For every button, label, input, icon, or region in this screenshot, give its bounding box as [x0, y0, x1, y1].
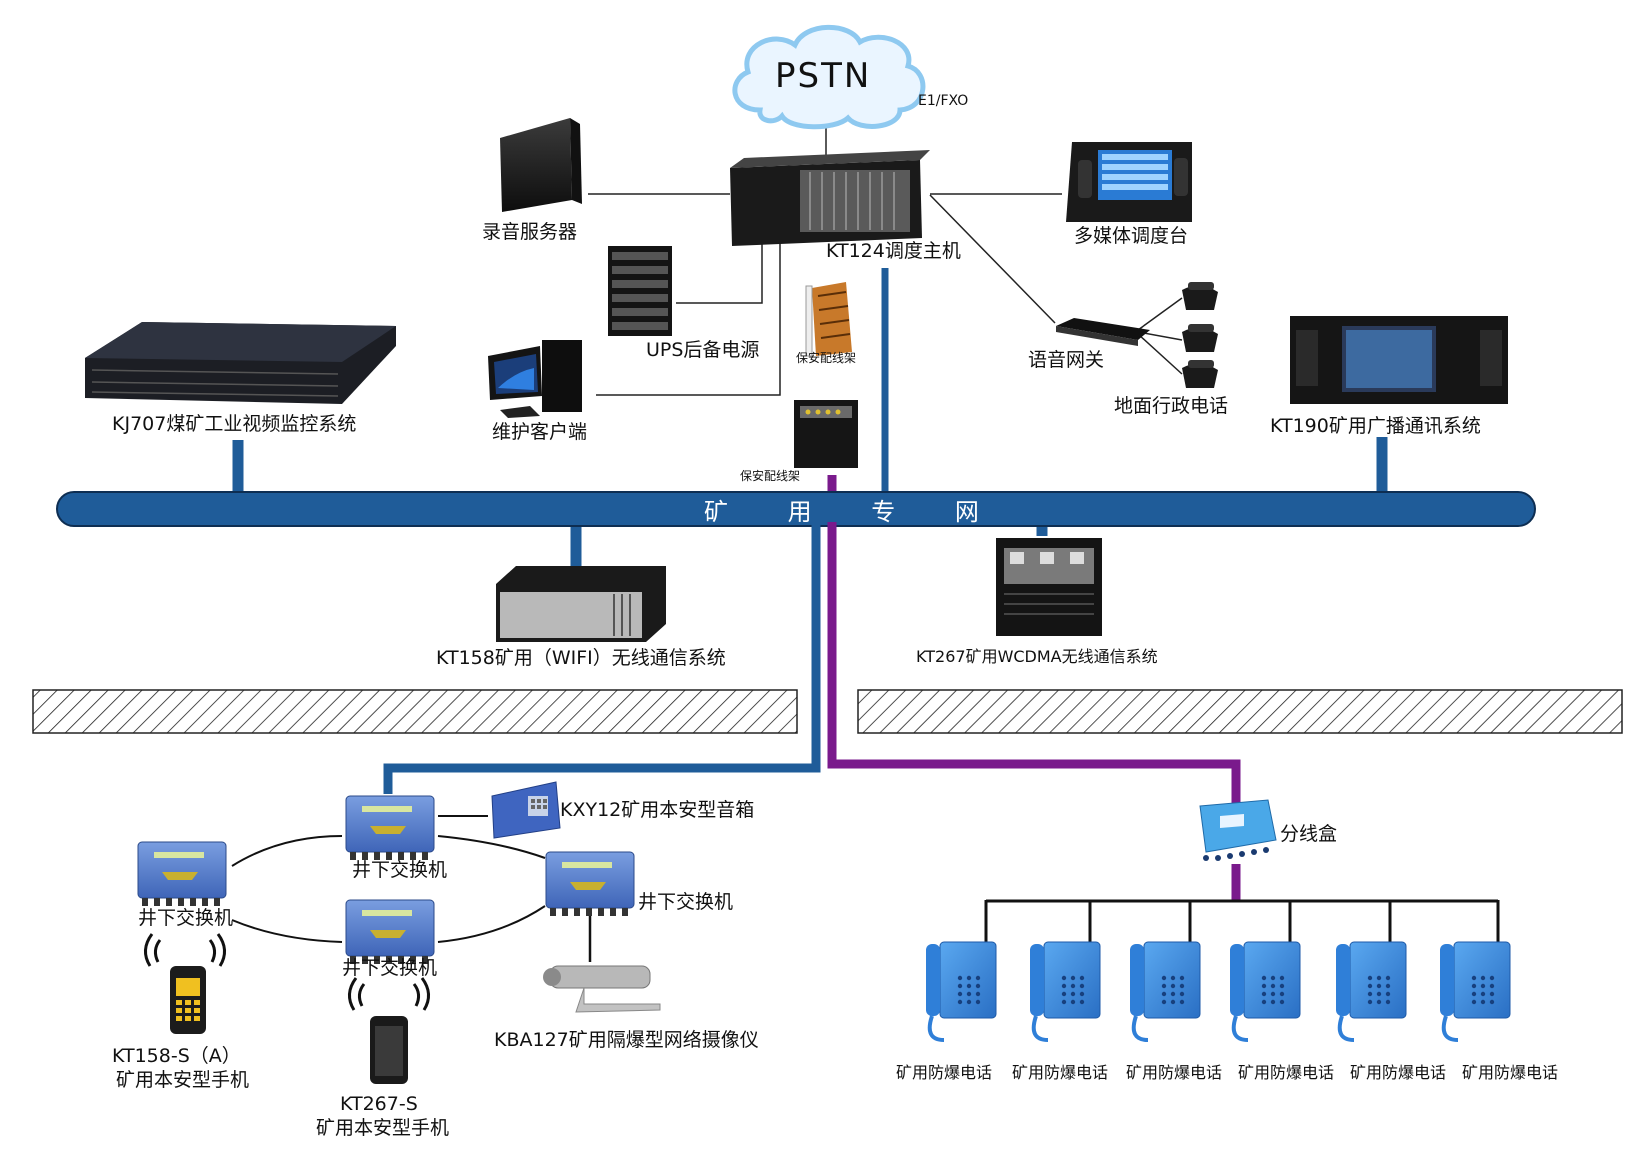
ex-phone-label-1: 矿用防爆电话 — [896, 1063, 993, 1082]
maintenance-client-label: 维护客户端 — [492, 421, 588, 443]
ex-phone-group — [926, 941, 1511, 1042]
pstn-cloud-icon — [732, 24, 926, 130]
wcdma-system-label: KT267矿用WCDMA无线通信系统 — [916, 647, 1158, 666]
ex-phone-label-4: 矿用防爆电话 — [1238, 1063, 1335, 1082]
switch-top-icon — [345, 795, 435, 860]
ex-phone-6-icon — [1440, 941, 1511, 1042]
ex-phone-label-5: 矿用防爆电话 — [1350, 1063, 1447, 1082]
ex-phone-4-icon — [1230, 941, 1301, 1042]
ex-phone-label-3: 矿用防爆电话 — [1126, 1063, 1223, 1082]
dispatch-host-icon — [730, 150, 930, 246]
kt267s-label-line2: 矿用本安型手机 — [316, 1117, 450, 1139]
ex-phone-5-icon — [1336, 941, 1407, 1042]
multimedia-console-label: 多媒体调度台 — [1074, 225, 1189, 247]
wifi-system-label: KT158矿用（WIFI）无线通信系统 — [436, 647, 726, 669]
upper-connections — [588, 125, 1183, 396]
blue-trunk — [383, 522, 821, 794]
kt158s-handset-icon — [170, 966, 206, 1034]
protection-frame-small-label: 保安配线架 — [796, 351, 857, 365]
ground-layer-left — [32, 689, 798, 734]
switch-bottom-icon — [345, 899, 435, 964]
ground-layer-right — [857, 689, 1623, 734]
kt158s-label-line1: KT158-S（A） — [112, 1045, 241, 1067]
protection-frame-small-icon — [805, 282, 852, 357]
bus-label: 矿 用 专 网 — [704, 498, 1005, 526]
kt267s-label-line1: KT267-S — [340, 1093, 418, 1115]
ex-phone-label-2: 矿用防爆电话 — [1012, 1063, 1109, 1082]
video-monitoring-label: KJ707煤矿工业视频监控系统 — [112, 413, 357, 435]
mine-network-bus — [56, 491, 1536, 527]
ex-phone-2-icon — [1030, 941, 1101, 1042]
dispatch-host-label: KT124调度主机 — [826, 240, 961, 262]
speaker-icon — [491, 781, 561, 839]
protection-frame-label: 保安配线架 — [740, 469, 801, 483]
wifi-system-icon — [496, 566, 666, 642]
camera-icon — [543, 965, 661, 1013]
phone-branch-lines — [984, 899, 1500, 942]
voice-gateway-icon — [1056, 318, 1150, 346]
multimedia-console-icon — [1066, 142, 1192, 222]
broadcast-system-icon — [1290, 316, 1508, 404]
maintenance-client-icon — [488, 340, 582, 418]
recording-server-icon — [500, 118, 582, 212]
recording-server-label: 录音服务器 — [482, 221, 578, 243]
wireless-signal-icons — [144, 933, 430, 1011]
speaker-label: KXY12矿用本安型音箱 — [560, 799, 755, 821]
ground-phone-1-icon — [1182, 282, 1218, 310]
voice-gateway-label: 语音网关 — [1028, 349, 1105, 371]
pstn-label: PSTN — [775, 56, 872, 96]
e1-fxo-label: E1/FXO — [918, 93, 969, 109]
ground-phone-3-icon — [1182, 360, 1218, 388]
ups-label: UPS后备电源 — [646, 339, 760, 361]
wcdma-system-icon — [996, 538, 1102, 636]
protection-frame-icon — [794, 400, 858, 468]
broadcast-system-label: KT190矿用广播通讯系统 — [1270, 415, 1481, 437]
ground-phone-icons — [1182, 282, 1218, 388]
ex-phone-label-6: 矿用防爆电话 — [1462, 1063, 1559, 1082]
switch-right-icon — [545, 851, 635, 916]
video-server-icon — [85, 322, 396, 404]
switch-right-label: 井下交换机 — [638, 891, 734, 913]
switch-left-icon — [137, 841, 227, 906]
underground-links — [231, 815, 592, 962]
ex-phone-3-icon — [1130, 941, 1201, 1042]
switch-bottom-label: 井下交换机 — [342, 957, 438, 979]
purple-trunk — [827, 522, 1241, 804]
camera-label: KBA127矿用隔爆型网络摄像仪 — [494, 1029, 759, 1051]
kt158s-label-line2: 矿用本安型手机 — [116, 1069, 250, 1091]
switch-left-label: 井下交换机 — [138, 907, 234, 929]
kt267s-handset-icon — [370, 1016, 408, 1084]
switch-top-label: 井下交换机 — [352, 859, 448, 881]
ground-phone-label: 地面行政电话 — [1114, 395, 1229, 417]
junction-box-label: 分线盒 — [1280, 823, 1338, 845]
junction-box-icon — [1199, 799, 1277, 861]
ups-icon — [608, 246, 672, 336]
ex-phone-1-icon — [926, 941, 997, 1042]
ground-phone-2-icon — [1182, 324, 1218, 352]
